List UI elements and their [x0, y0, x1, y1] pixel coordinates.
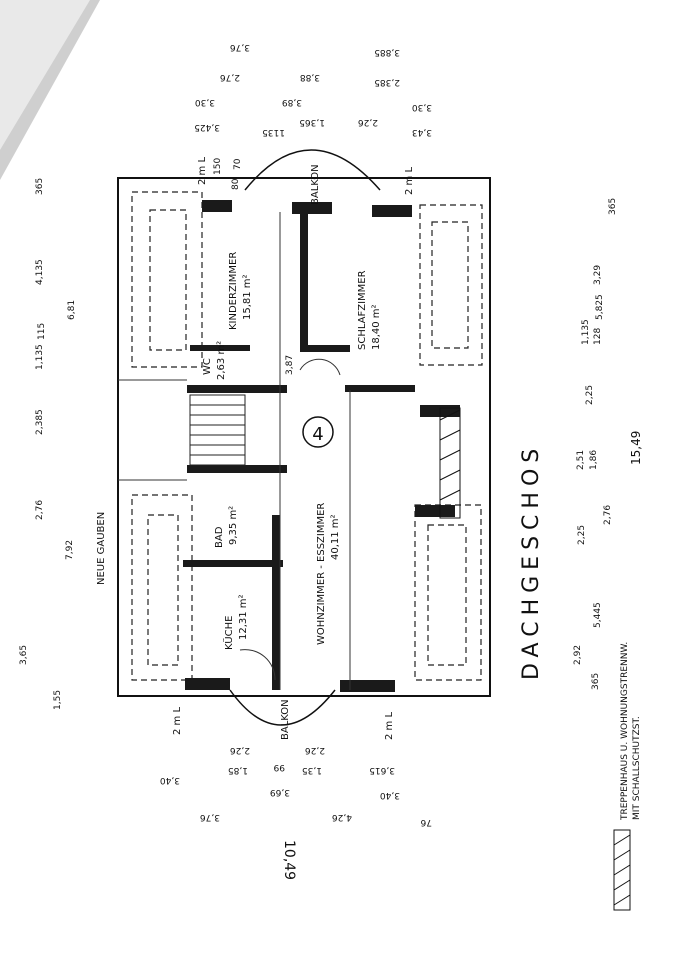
svg-text:365: 365	[608, 198, 618, 215]
dims-left: 365 4,135 6,81 1,135 2,385 7,92 2,76 1,5…	[19, 178, 77, 710]
dims-top: 3,76 2,76 3,88 3,885 3,30 3,89 2,385 3,3…	[194, 42, 432, 137]
room-bad-name: BAD	[214, 526, 225, 548]
balcony-top-arc	[244, 149, 381, 191]
balcony-bottom-label: BALKON	[280, 699, 291, 740]
svg-text:70: 70	[233, 158, 243, 170]
balcony-bottom-arc	[229, 689, 336, 726]
svg-text:3,40: 3,40	[380, 790, 400, 800]
mark-top-left: 2 m L	[197, 157, 208, 185]
scan-shadow-light	[0, 0, 90, 150]
svg-text:3,89: 3,89	[282, 97, 302, 107]
svg-text:1,135: 1,135	[35, 344, 45, 370]
stair-marks: 2 m L 2 m L 2 m L 2 m L	[172, 157, 415, 740]
svg-text:3,425: 3,425	[194, 122, 220, 132]
room-kueche-name: KÜCHE	[222, 616, 235, 650]
svg-text:6,81: 6,81	[67, 300, 77, 320]
svg-text:2,25: 2,25	[577, 525, 587, 545]
svg-text:128: 128	[593, 328, 603, 345]
svg-text:365: 365	[35, 178, 45, 195]
svg-text:2,76: 2,76	[220, 72, 240, 82]
svg-text:150: 150	[213, 158, 223, 175]
svg-text:2,51: 2,51	[576, 450, 586, 470]
staircase	[189, 394, 246, 466]
legend-line-2: MIT SCHALLSCHUTZST.	[632, 716, 642, 820]
room-wohnzimmer-area: 40,11 m²	[330, 514, 341, 560]
svg-text:2,26: 2,26	[230, 745, 250, 755]
mark-top-right: 2 m L	[404, 167, 415, 195]
svg-text:115: 115	[37, 323, 47, 340]
svg-text:7,92: 7,92	[65, 540, 75, 560]
svg-text:76: 76	[420, 817, 432, 827]
svg-text:3,615: 3,615	[369, 765, 395, 775]
svg-text:3,43: 3,43	[412, 127, 432, 137]
svg-text:80: 80	[231, 178, 241, 190]
stair-hatch-right	[439, 407, 461, 519]
building-outline	[117, 177, 491, 697]
svg-text:2,385: 2,385	[374, 77, 400, 87]
unit-number-circle	[302, 416, 334, 448]
svg-text:1,85: 1,85	[228, 765, 248, 775]
svg-text:5,825: 5,825	[595, 294, 605, 320]
unit-number: 4	[312, 424, 323, 445]
svg-text:1,86: 1,86	[589, 450, 599, 470]
svg-text:99: 99	[273, 762, 285, 772]
svg-text:2,92: 2,92	[573, 645, 583, 665]
overall-length: 15,49	[629, 431, 643, 465]
room-wc-area: 2,63 m²	[216, 341, 227, 380]
svg-text:2,76: 2,76	[603, 505, 613, 525]
svg-text:3,69: 3,69	[270, 787, 290, 797]
svg-text:4,135: 4,135	[35, 259, 45, 285]
room-kinderzimmer-name: KINDERZIMMER	[228, 252, 239, 330]
dims-right: 365 3,29 5,825 1,135 128 2,25 2,51 1,86 …	[573, 198, 618, 690]
svg-text:3,65: 3,65	[19, 645, 29, 665]
svg-text:3,30: 3,30	[412, 102, 432, 112]
svg-text:2,26: 2,26	[358, 117, 378, 127]
dims-bottom: 3,40 1,85 1,35 3,615 2,26 99 2,26 3,40 3…	[160, 745, 432, 827]
svg-text:4,26: 4,26	[332, 812, 352, 822]
svg-text:2,385: 2,385	[35, 409, 45, 435]
dims-inner: 150 80 70 3,87	[213, 158, 295, 375]
mark-bottom-left: 2 m L	[172, 707, 183, 735]
overall-width: 10,49	[281, 840, 297, 880]
dormer-label: NEUE GAUBEN	[96, 512, 107, 585]
svg-text:3,88: 3,88	[300, 72, 320, 82]
svg-text:3,40: 3,40	[160, 775, 180, 785]
room-labels: KINDERZIMMER 15,81 m² SCHLAFZIMMER 18,40…	[96, 164, 382, 740]
svg-text:5,445: 5,445	[593, 602, 603, 628]
room-schlafzimmer-area: 18,40 m²	[371, 304, 382, 350]
room-wohnzimmer-name: WOHNZIMMER - ESSZIMMER	[316, 503, 327, 645]
svg-text:2,26: 2,26	[305, 745, 325, 755]
svg-text:3,30: 3,30	[195, 97, 215, 107]
svg-text:1,365: 1,365	[299, 117, 325, 127]
svg-text:1,55: 1,55	[53, 690, 63, 710]
svg-text:2,25: 2,25	[585, 385, 595, 405]
svg-text:3,76: 3,76	[200, 812, 220, 822]
legend-line-1: TREPPENHAUS U. WOHNUNGSTRENNW.	[620, 642, 630, 821]
svg-text:3,885: 3,885	[374, 47, 400, 57]
svg-text:365: 365	[591, 673, 601, 690]
room-bad-area: 9,35 m²	[228, 506, 239, 545]
balcony-top-label: BALKON	[310, 164, 321, 205]
svg-text:3,87: 3,87	[285, 355, 295, 375]
thin-partitions	[118, 212, 351, 690]
svg-text:3,76: 3,76	[230, 42, 250, 52]
room-wc-name: WC	[202, 358, 213, 375]
floor-title: DACHGESCHOS	[519, 443, 544, 680]
room-kinderzimmer-area: 15,81 m²	[242, 274, 253, 320]
dormer-outlines	[131, 191, 483, 681]
room-kueche-area: 12,31 m²	[238, 594, 249, 640]
legend: TREPPENHAUS U. WOHNUNGSTRENNW. MIT SCHAL…	[613, 642, 642, 911]
room-schlafzimmer-name: SCHLAFZIMMER	[357, 270, 368, 350]
svg-text:1135: 1135	[262, 127, 285, 137]
svg-text:3,29: 3,29	[593, 265, 603, 285]
svg-text:1,35: 1,35	[302, 765, 322, 775]
svg-text:1,135: 1,135	[581, 319, 591, 345]
mark-bottom-right: 2 m L	[384, 712, 395, 740]
svg-text:2,76: 2,76	[35, 500, 45, 520]
